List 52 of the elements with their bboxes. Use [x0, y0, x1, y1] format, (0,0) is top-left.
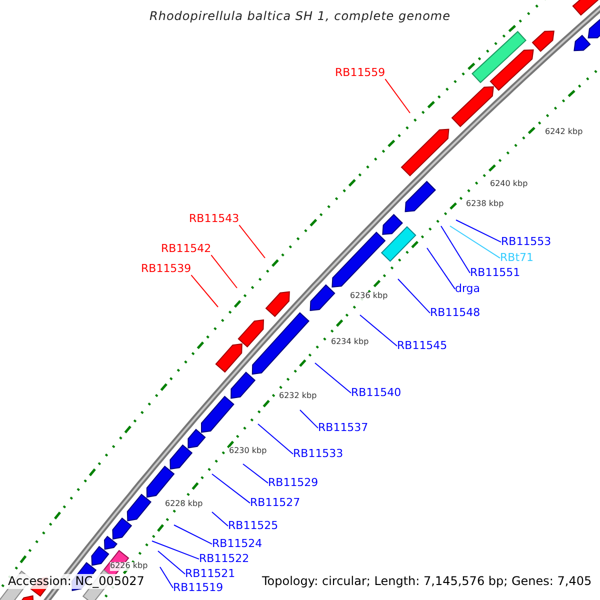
leader-line — [398, 278, 430, 314]
gene-label: RB11525 — [228, 520, 278, 532]
gene-label: RB11548 — [430, 307, 480, 320]
genome-summary: Topology: circular; Length: 7,145,576 bp; Genes: 7,405 — [260, 574, 594, 590]
leader-line — [210, 254, 238, 288]
gene-label: RB11529 — [268, 477, 318, 490]
gene-label: RB11533 — [293, 448, 344, 460]
gene-label: RB11521 — [185, 568, 236, 580]
leader-line — [158, 550, 186, 575]
leader-line — [440, 226, 470, 274]
gene-label: RB11551 — [470, 267, 520, 280]
scale-label: 6238 kbp — [466, 200, 504, 209]
scale-label: 6236 kbp — [350, 292, 388, 301]
gene-label: RB11527 — [250, 497, 300, 510]
leader-line — [160, 566, 174, 589]
gene-label: RB11542 — [161, 243, 212, 256]
scale-label: 6230 kbp — [229, 447, 267, 456]
scale-label: 6226 kbp — [110, 562, 148, 571]
leader-line — [258, 424, 294, 455]
leader-line — [300, 410, 318, 429]
leader-line — [426, 248, 456, 290]
leader-line — [360, 314, 398, 347]
scale-label: 6240 kbp — [490, 180, 528, 189]
gene-label: RB11543 — [189, 213, 240, 226]
leader-line — [238, 224, 266, 258]
leader-line — [190, 274, 218, 308]
gene-label: RB11545 — [397, 340, 448, 352]
leader-line — [456, 220, 502, 243]
leader-line — [450, 226, 500, 259]
leader-line — [152, 540, 200, 560]
leader-line — [174, 524, 212, 545]
gene-label: RB11559 — [335, 67, 386, 80]
diagram-title: Rhodopirellula baltica SH 1, complete genome — [150, 10, 450, 24]
accession-label: Accession: NC_005027 — [6, 574, 146, 590]
scale-label: 6228 kbp — [165, 500, 203, 509]
leader-line — [314, 362, 352, 394]
scale-label: 6234 kbp — [331, 338, 369, 347]
gene-label: RB11540 — [351, 387, 402, 400]
leader-line — [384, 78, 410, 114]
gene-label: RB11524 — [212, 538, 262, 550]
gene-label: RBt71 — [500, 252, 534, 264]
gene-label: RB11519 — [173, 582, 224, 594]
gene-label: RB11537 — [318, 422, 368, 434]
gene-label: RB11522 — [199, 553, 250, 566]
scale-label: 6232 kbp — [279, 392, 317, 401]
gene-label: RB11553 — [501, 236, 552, 248]
gene-label: RB11539 — [141, 263, 192, 276]
leader-line — [212, 512, 228, 527]
leader-line — [212, 474, 250, 504]
gene-label: drga — [455, 283, 480, 296]
leader-line — [242, 464, 268, 484]
scale-label: 6242 kbp — [545, 128, 583, 137]
